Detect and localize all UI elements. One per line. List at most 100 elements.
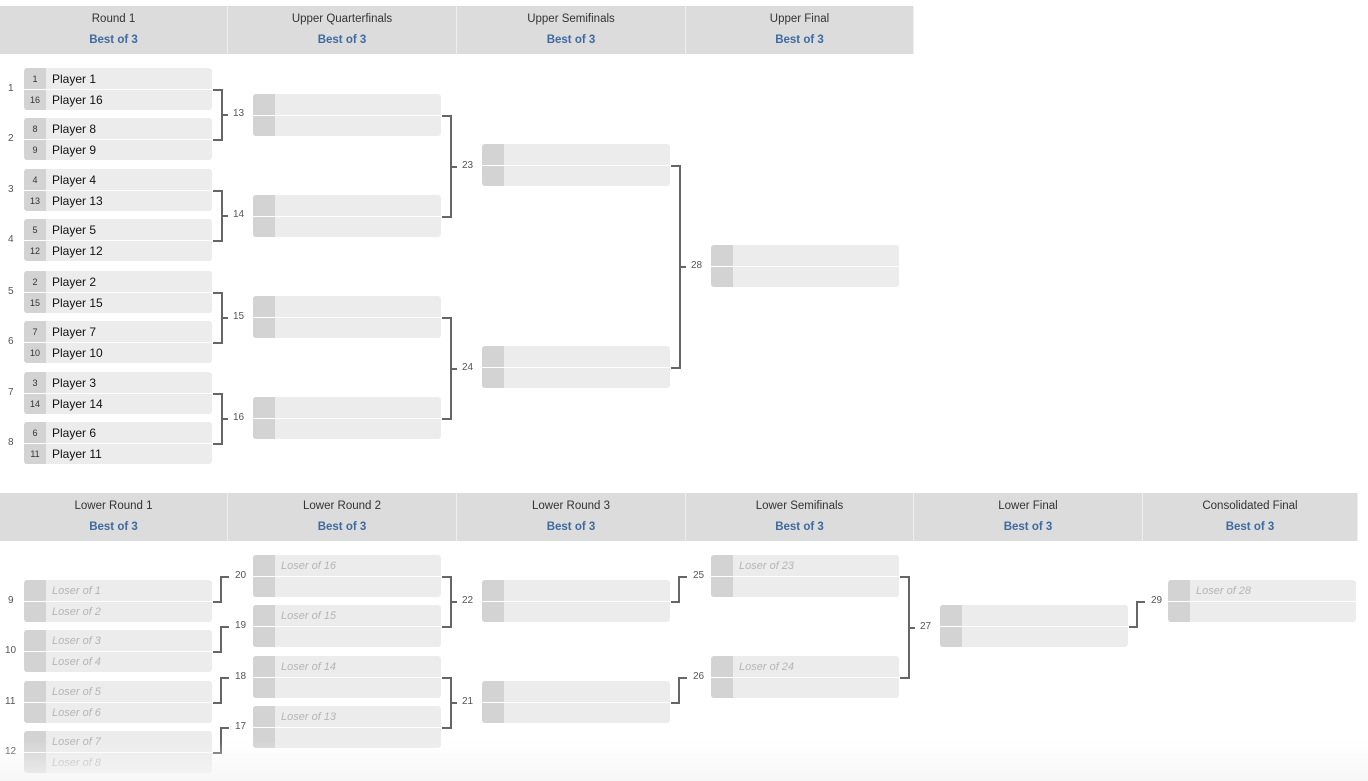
match-slot[interactable]: Loser of 7 — [24, 731, 212, 752]
match-15[interactable] — [253, 296, 441, 338]
round-format: Best of 3 — [1003, 521, 1053, 533]
match-slot[interactable]: Loser of 28 — [1168, 580, 1356, 601]
match-slot[interactable] — [253, 727, 441, 748]
match-slot[interactable] — [482, 580, 670, 601]
match-27[interactable] — [940, 605, 1128, 647]
match-29[interactable]: Loser of 28 — [1168, 580, 1356, 622]
match-13[interactable] — [253, 94, 441, 136]
seed-badge — [482, 144, 504, 165]
match-26[interactable]: Loser of 24 — [711, 656, 899, 698]
match-slot[interactable]: Loser of 15 — [253, 605, 441, 626]
match-18[interactable]: Loser of 14 — [253, 656, 441, 698]
match-slot[interactable] — [482, 681, 670, 702]
match-25[interactable]: Loser of 23 — [711, 555, 899, 597]
match-slot[interactable]: Loser of 13 — [253, 706, 441, 727]
match-slot[interactable] — [253, 317, 441, 338]
match-slot[interactable]: Loser of 3 — [24, 630, 212, 651]
match-slot[interactable]: Loser of 24 — [711, 656, 899, 677]
match-slot[interactable] — [482, 601, 670, 622]
match-slot[interactable] — [711, 266, 899, 287]
match-20[interactable]: Loser of 16 — [253, 555, 441, 597]
seed-badge — [253, 577, 275, 597]
match-slot[interactable] — [253, 216, 441, 237]
seed-badge — [253, 94, 275, 115]
match-slot[interactable] — [482, 702, 670, 723]
match-slot[interactable] — [711, 245, 899, 266]
match-slot[interactable] — [940, 605, 1128, 626]
match-slot[interactable] — [253, 677, 441, 698]
match-17[interactable]: Loser of 13 — [253, 706, 441, 748]
match-number: 3 — [8, 184, 14, 195]
match-16[interactable] — [253, 397, 441, 439]
player-name: Player 8 — [52, 121, 97, 136]
match-slot[interactable]: Loser of 5 — [24, 681, 212, 702]
match-slot[interactable]: Loser of 2 — [24, 601, 212, 622]
match-slot[interactable] — [253, 94, 441, 115]
match-slot[interactable]: Loser of 4 — [24, 651, 212, 672]
seed-badge — [24, 580, 46, 601]
match-slot[interactable] — [1168, 601, 1356, 622]
match-slot[interactable] — [482, 346, 670, 367]
match-slot[interactable]: Loser of 16 — [253, 555, 441, 576]
match-14[interactable] — [253, 195, 441, 237]
match-slot[interactable]: Loser of 6 — [24, 702, 212, 723]
match-slot[interactable] — [482, 367, 670, 388]
match-slot[interactable] — [253, 195, 441, 216]
connector-line — [213, 240, 222, 242]
match-slot[interactable] — [253, 115, 441, 136]
match-slot[interactable] — [253, 397, 441, 418]
match-slot[interactable] — [711, 677, 899, 698]
match-slot[interactable]: Loser of 14 — [253, 656, 441, 677]
match-number: 5 — [8, 286, 14, 297]
match-slot[interactable] — [482, 165, 670, 186]
match-24[interactable] — [482, 346, 670, 388]
match-22[interactable] — [482, 580, 670, 622]
match-slot[interactable] — [482, 144, 670, 165]
match-slot[interactable] — [253, 576, 441, 597]
match-slot[interactable] — [253, 296, 441, 317]
seed-badge: 11 — [24, 444, 46, 464]
match-19[interactable]: Loser of 15 — [253, 605, 441, 647]
match-slot[interactable] — [711, 576, 899, 597]
match-28[interactable] — [711, 245, 899, 287]
seed-badge: 9 — [24, 140, 46, 160]
match-slot[interactable] — [940, 626, 1128, 647]
match-slot[interactable] — [253, 626, 441, 647]
match-slot[interactable] — [253, 418, 441, 439]
match-23[interactable] — [482, 144, 670, 186]
match-slot[interactable]: Loser of 1 — [24, 580, 212, 601]
match-slot[interactable]: Loser of 23 — [711, 555, 899, 576]
match-slot[interactable]: Loser of 8 — [24, 752, 212, 773]
player-name: Player 6 — [52, 425, 97, 440]
match-21[interactable] — [482, 681, 670, 723]
